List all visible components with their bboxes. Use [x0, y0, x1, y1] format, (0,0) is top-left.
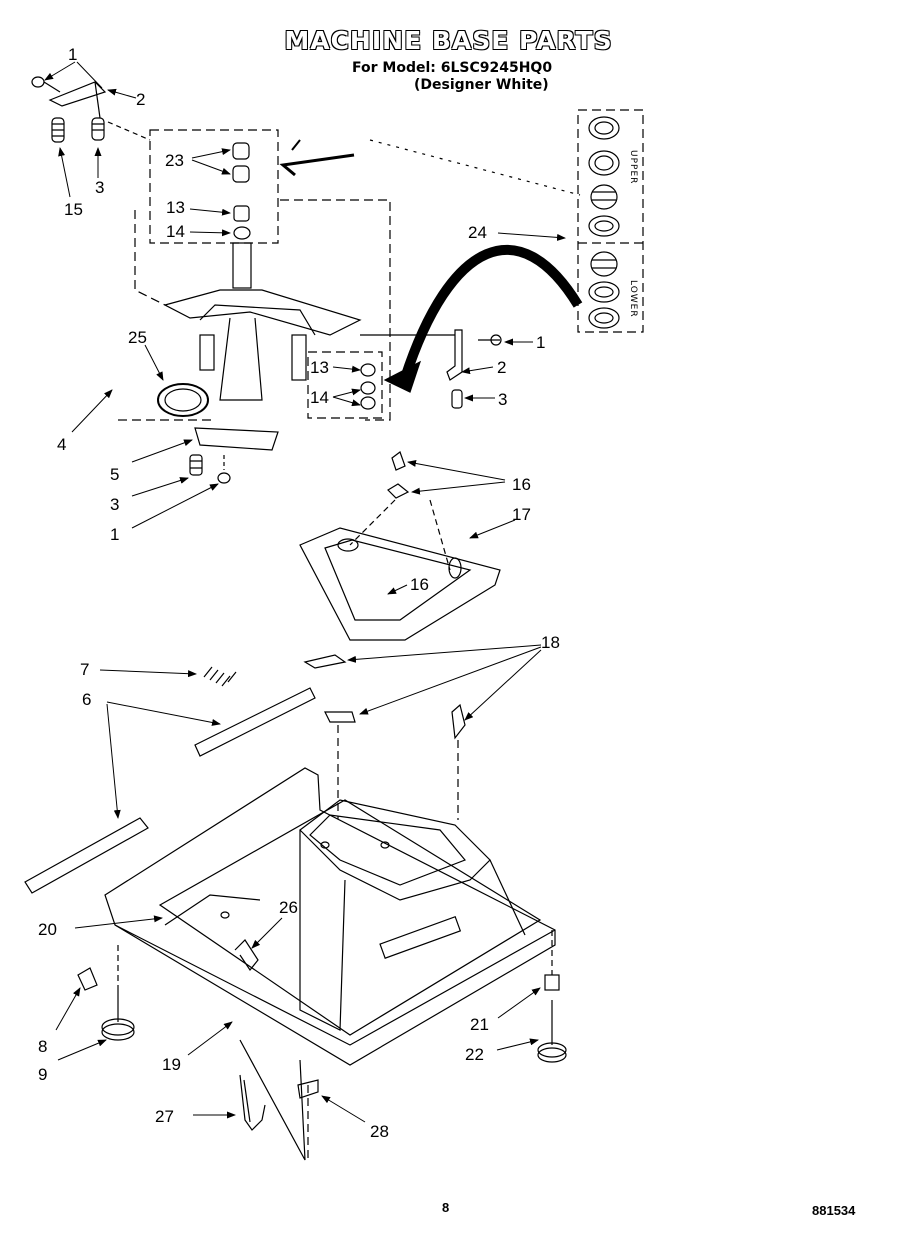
model-line: For Model: 6LSC9245HQ0 [352, 60, 553, 76]
document-code: 881534 [812, 1203, 856, 1218]
callout-7: 7 [80, 660, 90, 679]
callout-25: 25 [128, 328, 147, 347]
lower-bracket-parts [189, 427, 279, 484]
callout-1: 1 [68, 45, 78, 64]
bearing-kit-rings [588, 116, 620, 329]
callout-2: 2 [136, 90, 146, 109]
brackets-6 [24, 687, 316, 894]
callout-1-right: 1 [536, 333, 546, 352]
bushings-23-13-14 [232, 142, 251, 240]
bushing-kit-box-upper [149, 129, 279, 244]
model-info: For Model: 6LSC9245HQ0 (Designer White) [352, 60, 552, 94]
callout-17: 17 [512, 505, 531, 524]
callout-8: 8 [38, 1037, 48, 1056]
kit-label-lower: LOWER [628, 280, 638, 318]
machine-base-19 [104, 767, 556, 1066]
bracket-26 [234, 939, 259, 972]
leg-8-9 [77, 945, 135, 1041]
callout-3-right: 3 [498, 390, 508, 409]
right-bracket-parts [446, 329, 502, 409]
callout-16: 16 [512, 475, 531, 494]
frame-17 [299, 499, 501, 641]
callout-28: 28 [370, 1122, 389, 1141]
callout-3-lower: 3 [110, 495, 120, 514]
clip-28 [239, 1039, 319, 1161]
callout-1-lower: 1 [110, 525, 120, 544]
arrow-to-kit [279, 153, 355, 177]
page-number: 8 [442, 1200, 450, 1215]
callout-9: 9 [38, 1065, 48, 1084]
ring-25 [157, 383, 209, 417]
bearing-kit-box [577, 109, 644, 333]
callout-18: 18 [541, 633, 560, 652]
callout-14: 14 [166, 222, 185, 241]
callout-16-lower: 16 [410, 575, 429, 594]
hook-27 [239, 1074, 266, 1131]
callout-14-lower: 14 [310, 388, 329, 407]
callout-13: 13 [166, 198, 185, 217]
kit-label-upper: UPPER [628, 150, 638, 185]
callout-27: 27 [155, 1107, 174, 1126]
callout-2-right: 2 [497, 358, 507, 377]
leg-21-22 [537, 930, 567, 1063]
top-left-bracket-parts [31, 76, 151, 143]
callout-4: 4 [57, 435, 67, 454]
callout-15: 15 [64, 200, 83, 219]
gearcase-support [118, 199, 455, 421]
callout-3: 3 [95, 178, 105, 197]
bushing-kit-box-lower [307, 351, 383, 419]
callout-6: 6 [82, 690, 92, 709]
curved-arrow [400, 245, 583, 380]
page-title: MACHINE BASE PARTS [284, 26, 613, 55]
callout-5: 5 [110, 465, 120, 484]
callout-20: 20 [38, 920, 57, 939]
callout-19: 19 [162, 1055, 181, 1074]
spring-7 [203, 666, 237, 687]
callout-23: 23 [165, 151, 184, 170]
callout-26: 26 [279, 898, 298, 917]
callout-22: 22 [465, 1045, 484, 1064]
callout-13-lower: 13 [310, 358, 329, 377]
snubbers-18 [303, 654, 466, 1000]
color-line: (Designer White) [414, 77, 549, 93]
leader-lines [44, 61, 566, 1123]
callout-21: 21 [470, 1015, 489, 1034]
callout-24: 24 [468, 223, 487, 242]
bushings-13-14-lower [360, 363, 376, 410]
